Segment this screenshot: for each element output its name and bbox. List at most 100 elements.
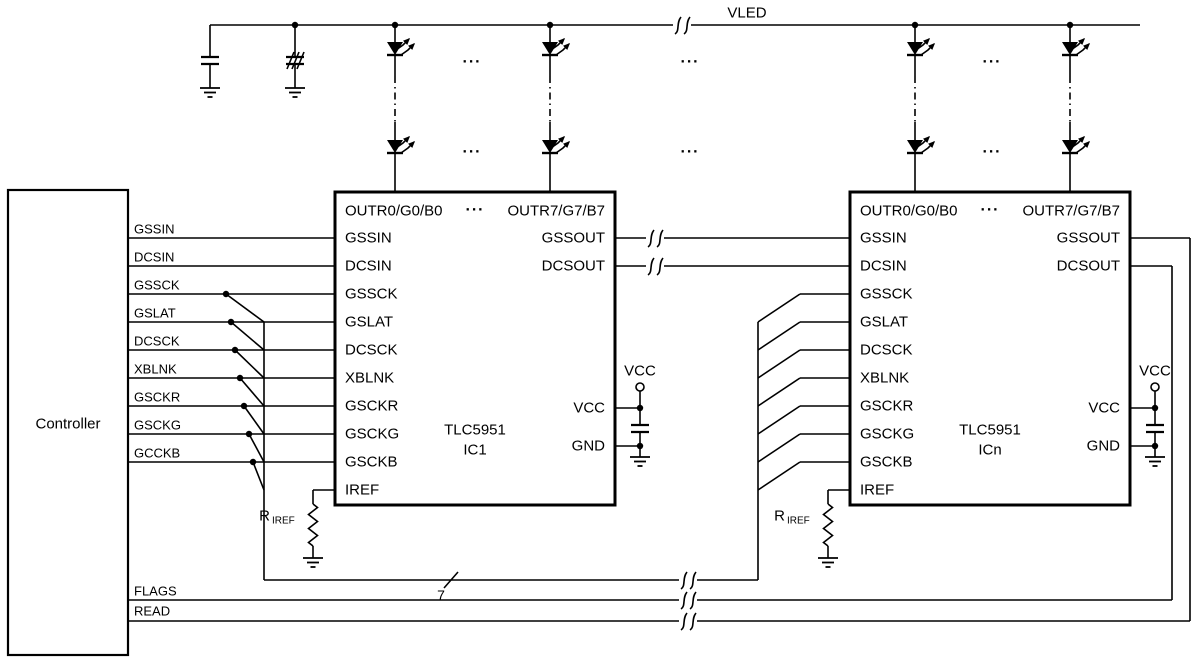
break-icon bbox=[672, 14, 692, 36]
junction-dot bbox=[231, 346, 239, 354]
junction-dots bbox=[222, 21, 1159, 466]
ground-icon bbox=[629, 456, 651, 467]
control-bus-bottom-wire bbox=[264, 571, 758, 589]
ic1-pin-out-right: OUTR7/G7/B7 bbox=[507, 203, 605, 220]
led-string-3 bbox=[907, 25, 934, 192]
junction-dot bbox=[636, 442, 644, 450]
read-return-wire bbox=[128, 237, 1191, 622]
ic1-pin-gsckr: GSCKR bbox=[345, 398, 399, 415]
led-icon bbox=[542, 39, 569, 55]
junction-dot bbox=[391, 21, 399, 29]
ic1-pin-dcsck: DCSCK bbox=[345, 342, 398, 359]
led-icon bbox=[907, 39, 934, 55]
icn-pin-iref: IREF bbox=[860, 482, 894, 499]
icn-part-label: TLC5951 bbox=[959, 422, 1021, 439]
ic1-pin-gsckb: GSCKB bbox=[345, 454, 398, 471]
ic1-pin-gslat: GSLAT bbox=[345, 314, 393, 331]
icn-riref-label: R IREF bbox=[774, 508, 810, 527]
junction-dot bbox=[911, 21, 919, 29]
ic1-vcc-network bbox=[615, 382, 651, 467]
ic1-vcc-supply-label: VCC bbox=[624, 363, 656, 380]
icn-pin-dcsout: DCSOUT bbox=[1057, 258, 1120, 275]
ground-icon bbox=[817, 557, 839, 568]
vcc-terminal-icon bbox=[1150, 382, 1160, 392]
break-icon bbox=[678, 589, 698, 611]
bus-count-label: 7 bbox=[437, 587, 445, 603]
riref-base: R bbox=[774, 508, 785, 525]
icn-pin-out-right: OUTR7/G7/B7 bbox=[1022, 203, 1120, 220]
icn-pin-gssck: GSSCK bbox=[860, 286, 913, 303]
controller-label: Controller bbox=[35, 416, 100, 433]
ellipsis: ··· bbox=[466, 202, 485, 219]
ground-icon bbox=[302, 557, 324, 568]
led-icon bbox=[542, 137, 569, 153]
junction-dot bbox=[222, 290, 230, 298]
ellipsis: ··· bbox=[463, 144, 482, 161]
ellipsis: ··· bbox=[981, 202, 1000, 219]
led-icon bbox=[1062, 39, 1089, 55]
junction-dot bbox=[291, 21, 299, 29]
ic1-pin-dcsout: DCSOUT bbox=[542, 258, 605, 275]
ic1-pin-gssin: GSSIN bbox=[345, 230, 392, 247]
junction-dot bbox=[636, 404, 644, 412]
break-icon bbox=[678, 569, 698, 591]
signal-label-gsckg: GSCKG bbox=[134, 418, 181, 433]
signal-label-dcsck: DCSCK bbox=[134, 334, 180, 349]
icn-pin-gsckr: GSCKR bbox=[860, 398, 914, 415]
ellipsis: ··· bbox=[983, 54, 1002, 71]
ic1-pin-gssck: GSSCK bbox=[345, 286, 398, 303]
icn-pin-xblnk: XBLNK bbox=[860, 370, 909, 387]
riref-base: R bbox=[259, 508, 270, 525]
capacitor-icon bbox=[199, 55, 221, 66]
icn-pin-gsckb: GSCKB bbox=[860, 454, 913, 471]
resistor-icon bbox=[307, 503, 319, 547]
junction-dot bbox=[236, 374, 244, 382]
break-icons bbox=[645, 14, 698, 632]
signal-label-gslat: GSLAT bbox=[134, 306, 176, 321]
ic1-pin-labels: OUTR0/G0/B0 ··· OUTR7/G7/B7 GSSIN DCSIN … bbox=[345, 202, 605, 499]
icn-box bbox=[848, 190, 1132, 507]
icn-pin-gnd: GND bbox=[1087, 438, 1121, 455]
ic1-pin-gssout: GSSOUT bbox=[542, 230, 605, 247]
icn-pin-gssin: GSSIN bbox=[860, 230, 907, 247]
junction-dot bbox=[1151, 404, 1159, 412]
signal-label-gssck: GSSCK bbox=[134, 278, 180, 293]
icn-pin-out-left: OUTR0/G0/B0 bbox=[860, 203, 958, 220]
ic1-pin-iref: IREF bbox=[345, 482, 379, 499]
signal-wires-controller-to-ic1 bbox=[128, 237, 335, 463]
led-icon bbox=[1062, 137, 1089, 153]
led-icon bbox=[387, 137, 414, 153]
ground-icon bbox=[284, 87, 306, 98]
break-icon bbox=[645, 255, 665, 277]
capacitor-icon bbox=[629, 423, 651, 434]
ic1-pin-xblnk: XBLNK bbox=[345, 370, 394, 387]
ic1-name-label: IC1 bbox=[463, 442, 486, 459]
vled-label: VLED bbox=[727, 5, 766, 22]
ic1-pin-dcsin: DCSIN bbox=[345, 258, 392, 275]
resistor-icon bbox=[822, 503, 834, 547]
capacitor-icon bbox=[1144, 423, 1166, 434]
ic1-box bbox=[333, 190, 617, 507]
led-icon bbox=[907, 137, 934, 153]
icn-pin-gslat: GSLAT bbox=[860, 314, 908, 331]
ellipsis: ··· bbox=[681, 54, 700, 71]
icn-name-label: ICn bbox=[978, 442, 1001, 459]
icn-pin-vcc: VCC bbox=[1088, 400, 1120, 417]
signal-label-gsckr: GSCKR bbox=[134, 390, 180, 405]
junction-dot bbox=[245, 430, 253, 438]
icn-pin-dcsck: DCSCK bbox=[860, 342, 913, 359]
ic1-pin-gsckg: GSCKG bbox=[345, 426, 399, 443]
ellipsis: ··· bbox=[463, 54, 482, 71]
controller-box bbox=[6, 188, 130, 657]
led-string-2 bbox=[542, 25, 569, 192]
vled-capacitor-1 bbox=[199, 25, 221, 98]
icn-vcc-supply-label: VCC bbox=[1139, 363, 1171, 380]
read-label: READ bbox=[134, 604, 170, 619]
break-icon bbox=[678, 610, 698, 632]
ic1-part-label: TLC5951 bbox=[444, 422, 506, 439]
ground-icon bbox=[1144, 456, 1166, 467]
break-icon bbox=[645, 227, 665, 249]
vled-capacitor-2 bbox=[284, 25, 306, 98]
